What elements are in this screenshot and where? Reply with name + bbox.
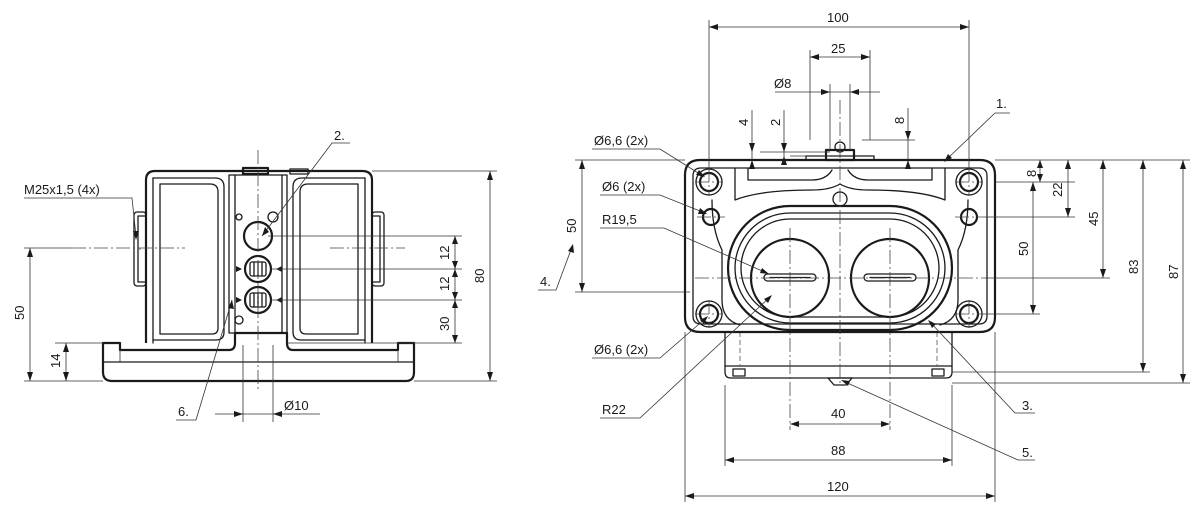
side-body-outline xyxy=(144,169,374,343)
side-base-plate xyxy=(101,331,416,383)
label-hole-mid: Ø6 (2x) xyxy=(602,179,645,194)
side-left-housing xyxy=(152,177,225,341)
dim-80: 80 xyxy=(472,269,487,283)
dim-22: 22 xyxy=(1050,183,1065,197)
callout-3: 3. xyxy=(1022,398,1033,413)
dim-25: 25 xyxy=(831,41,845,56)
dim-50-right: 50 xyxy=(1016,242,1031,256)
dim-30: 30 xyxy=(437,317,452,331)
thread-label: M25x1,5 (4x) xyxy=(24,182,100,197)
side-right-housing xyxy=(292,177,366,341)
front-view: 100 25 Ø8 4 2 8 8 22 45 50 83 87 50 40 8… xyxy=(538,10,1190,502)
dim-87: 87 xyxy=(1166,265,1181,279)
dim-50-left: 50 xyxy=(12,306,27,320)
dim-120: 120 xyxy=(827,479,849,494)
label-hole-top: Ø6,6 (2x) xyxy=(594,133,648,148)
dim-83: 83 xyxy=(1126,260,1141,274)
side-top-cap xyxy=(241,166,270,176)
side-view: M25x1,5 (4x) 50 14 12 12 30 80 Ø10 2. 6. xyxy=(12,128,497,422)
dim-8-top: 8 xyxy=(892,117,907,124)
dim-4: 4 xyxy=(736,119,751,126)
dim-dia8: Ø8 xyxy=(774,76,791,91)
callout-5: 5. xyxy=(1022,445,1033,460)
dim-12a: 12 xyxy=(437,246,452,260)
right-gland xyxy=(371,211,385,287)
front-base xyxy=(724,331,953,379)
callout-2: 2. xyxy=(334,128,345,143)
label-radius-2: R22 xyxy=(602,402,626,417)
dim-88: 88 xyxy=(831,443,845,458)
label-radius-1: R19,5 xyxy=(602,212,637,227)
dim-8-right: 8 xyxy=(1024,170,1039,177)
label-hole-bot: Ø6,6 (2x) xyxy=(594,342,648,357)
dim-12b: 12 xyxy=(437,277,452,291)
dim-100: 100 xyxy=(827,10,849,25)
dim-50-left-front: 50 xyxy=(564,219,579,233)
dim-14: 14 xyxy=(48,354,63,368)
callout-1: 1. xyxy=(996,96,1007,111)
dim-2: 2 xyxy=(768,119,783,126)
dim-40: 40 xyxy=(831,406,845,421)
dim-45: 45 xyxy=(1086,212,1101,226)
dim-dia10: Ø10 xyxy=(284,398,309,413)
callout-6: 6. xyxy=(178,404,189,419)
callout-4: 4. xyxy=(540,274,551,289)
